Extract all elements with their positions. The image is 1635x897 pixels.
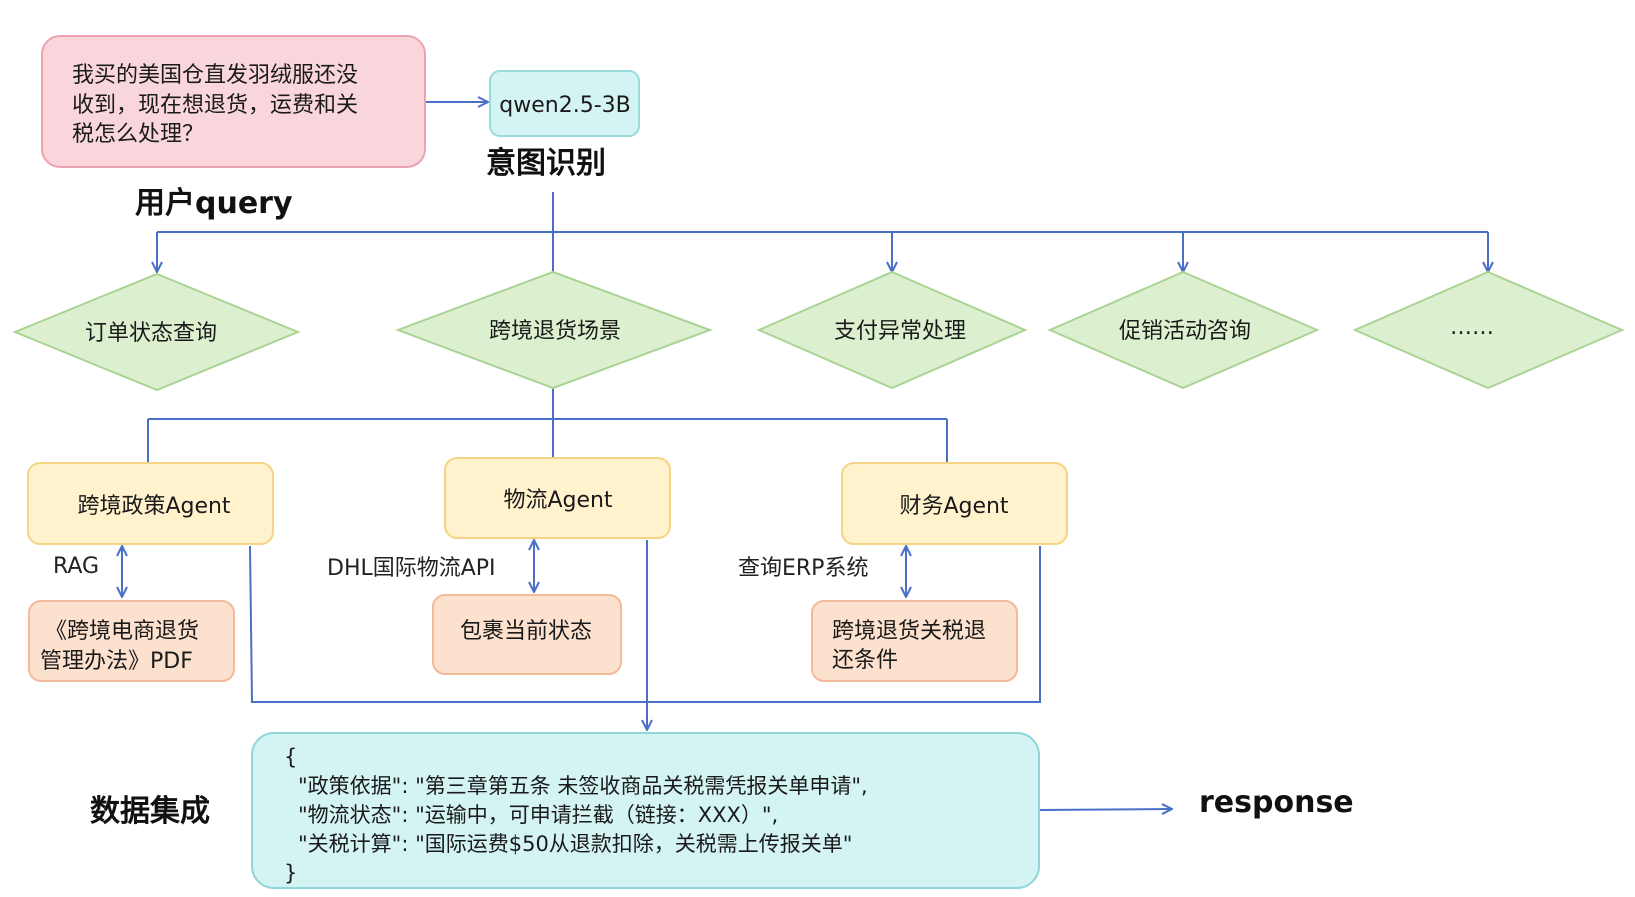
intent-label-2: 跨境退货场景 — [489, 319, 621, 344]
model-node: qwen2.5-3B — [489, 70, 640, 137]
user-query-line-3: 税怎么处理？ — [72, 122, 204, 147]
intent-diamond-3 — [756, 270, 1028, 390]
intent-diamond-5 — [1352, 270, 1625, 390]
intent-label-5: …… — [1450, 315, 1494, 340]
intent-label-1: 订单状态查询 — [85, 321, 217, 346]
integration-line-5: } — [284, 861, 297, 885]
intent-label-4: 促销活动咨询 — [1119, 319, 1251, 344]
agent-node-1: 跨境政策Agent — [27, 462, 274, 545]
user-query-box — [41, 35, 426, 168]
resource-node-tariff-conditions: 跨境退货关税退 还条件 — [811, 600, 1018, 682]
integration-line-1: { — [284, 745, 297, 769]
resource-package-line-1: 包裹当前状态 — [460, 619, 592, 644]
agent-node-3: 财务Agent — [841, 462, 1068, 545]
resource-tariff-line-2: 还条件 — [832, 648, 898, 673]
intent-diamond-2 — [395, 270, 713, 390]
agent-box-1 — [27, 462, 274, 545]
intent-diamond-1 — [12, 272, 301, 392]
agent-node-2: 物流Agent — [444, 457, 671, 539]
resource-policy-line-2: 管理办法》PDF — [40, 649, 193, 674]
intent-node-1: 订单状态查询 — [12, 272, 301, 392]
agent-box-2 — [444, 457, 671, 539]
connectors — [122, 102, 1488, 810]
integration-line-4: "关税计算": "国际运费$50从退款扣除，关税需上传报关单" — [298, 832, 852, 856]
intent-node-2: 跨境退货场景 — [395, 270, 713, 390]
integration-line-2: "政策依据": "第三章第五条 未签收商品关税需凭报关单申请", — [298, 774, 868, 798]
agent-box-3 — [841, 462, 1068, 545]
user-query-node: 我买的美国仓直发羽绒服还没 收到，现在想退货，运费和关 税怎么处理？ — [41, 35, 426, 168]
agent-label-1: 跨境政策Agent — [77, 494, 230, 519]
intent-label-3: 支付异常处理 — [834, 319, 966, 344]
response-label: response — [1199, 785, 1354, 820]
tool-label-dhl-api: DHL国际物流API — [327, 556, 496, 581]
model-caption: 意图识别 — [486, 146, 606, 181]
resource-tariff-line-1: 跨境退货关税退 — [832, 619, 986, 644]
resource-box-policy-pdf — [28, 600, 235, 682]
integration-caption: 数据集成 — [90, 794, 210, 829]
resource-policy-line-1: 《跨境电商退货 — [45, 619, 199, 644]
integration-box — [251, 732, 1040, 889]
agent-label-3: 财务Agent — [899, 494, 1008, 519]
tool-label-rag: RAG — [53, 554, 99, 579]
intent-node-5: …… — [1352, 270, 1625, 390]
intent-node-4: 促销活动咨询 — [1047, 270, 1320, 390]
resource-node-policy-pdf: 《跨境电商退货 管理办法》PDF — [28, 600, 235, 682]
edge-integration-to-response — [1038, 809, 1172, 810]
model-label: qwen2.5-3B — [499, 93, 630, 118]
integration-line-3: "物流状态": "运输中，可申请拦截（链接：XXX）", — [298, 803, 778, 827]
intent-diamond-4 — [1047, 270, 1320, 390]
resource-node-package-status: 包裹当前状态 — [432, 594, 622, 675]
user-query-caption: 用户query — [135, 186, 293, 221]
user-query-line-2: 收到，现在想退货，运费和关 — [72, 93, 358, 118]
integration-node: { "政策依据": "第三章第五条 未签收商品关税需凭报关单申请", "物流状态… — [251, 732, 1040, 889]
resource-box-tariff-conditions — [811, 600, 1018, 682]
user-query-line-1: 我买的美国仓直发羽绒服还没 — [72, 63, 358, 88]
resource-box-package-status — [432, 594, 622, 675]
tool-label-erp: 查询ERP系统 — [738, 556, 868, 581]
model-box — [489, 70, 640, 137]
intent-node-3: 支付异常处理 — [756, 270, 1028, 390]
agent-label-2: 物流Agent — [503, 488, 612, 513]
